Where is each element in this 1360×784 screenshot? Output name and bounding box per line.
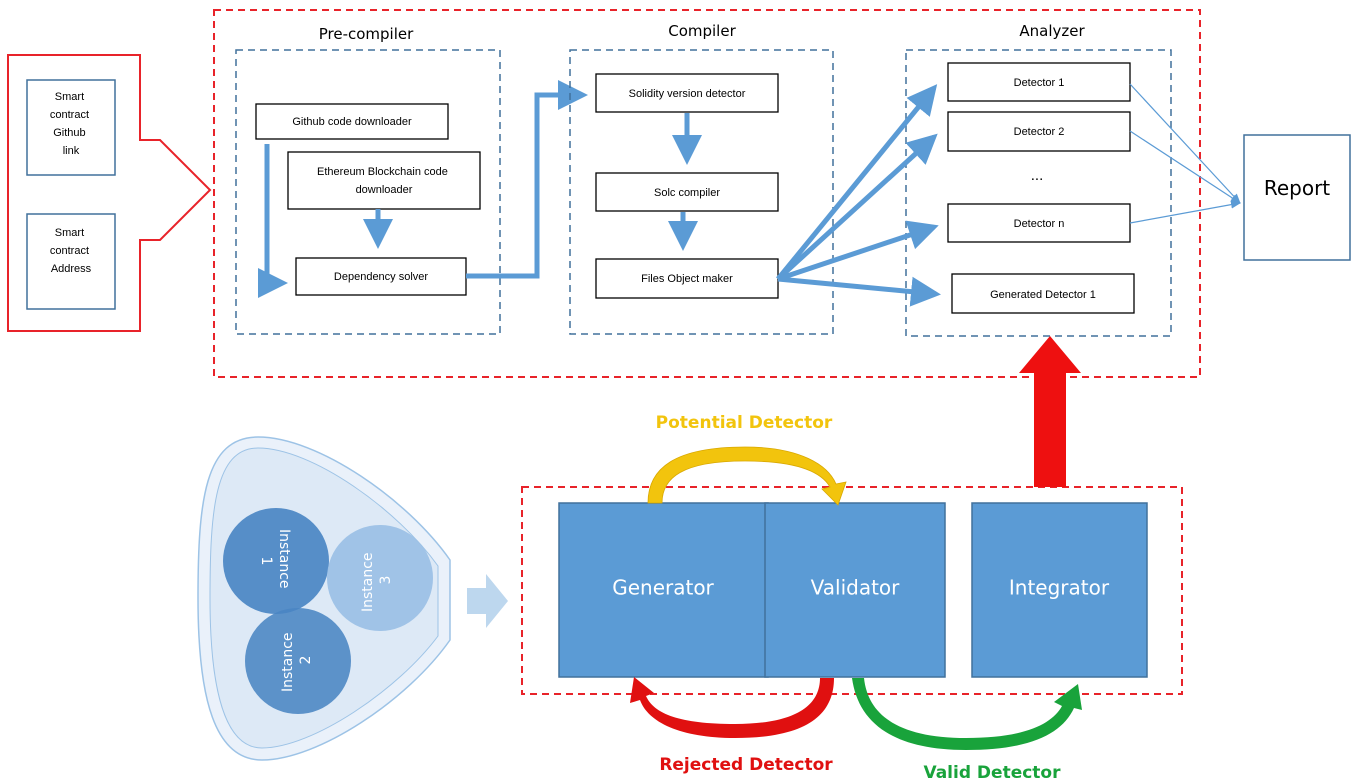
- detector-2-box: [947, 111, 1131, 152]
- instance-1-line: 1: [258, 557, 274, 566]
- analyzer-title: Analyzer: [1019, 22, 1085, 40]
- precompiler-title: Pre-compiler: [319, 25, 414, 43]
- address-line: Address: [51, 263, 92, 275]
- detector-1-to-report-arrow: [1129, 83, 1241, 204]
- generator-label: Generator: [612, 576, 714, 600]
- funnel-output-arrow: [467, 574, 508, 628]
- address-line: Smart: [55, 227, 84, 239]
- github-link-label: Smart contract Github link: [50, 91, 92, 157]
- dependency-solver-box: [295, 257, 467, 296]
- instance-3-circle: [327, 525, 433, 631]
- instance-2-line: Instance: [280, 632, 296, 692]
- generated-detector-label: Generated Detector 1: [990, 289, 1096, 301]
- valid-detector-arrow: [852, 678, 1082, 750]
- report-box: [1243, 134, 1351, 261]
- detector-n-box: [947, 203, 1131, 243]
- pipeline-frame: [521, 486, 1183, 695]
- detector-2-to-report-arrow: [1129, 130, 1241, 204]
- rejected-detector-arrow: [630, 677, 834, 738]
- instance-2-line: 2: [298, 656, 314, 665]
- valid-detector-label: Valid Detector: [923, 763, 1061, 783]
- input-arrow-shape: [7, 54, 212, 332]
- github-link-line: contract: [50, 109, 89, 121]
- files-object-maker-box: [595, 258, 779, 299]
- contract-address-box: [26, 213, 116, 310]
- github-link-line: Smart: [55, 91, 84, 103]
- detector-2-label: Detector 2: [1014, 126, 1065, 138]
- github-to-solver-arrow: [258, 144, 288, 298]
- compiler-group: [569, 49, 834, 335]
- eth-downloader-line: Ethereum Blockchain code: [317, 166, 448, 178]
- validator-block: [764, 502, 946, 678]
- compiler-title: Compiler: [668, 22, 736, 40]
- eth-downloader-label: Ethereum Blockchain code downloader: [317, 166, 451, 196]
- dependency-solver-label: Dependency solver: [334, 271, 429, 283]
- integrator-label: Integrator: [1009, 576, 1110, 600]
- precompiler-to-compiler-arrow: [466, 80, 588, 279]
- detectors-ellipsis: ...: [1031, 167, 1044, 184]
- validator-label: Validator: [811, 576, 901, 600]
- instance-3-label: Instance 3: [360, 548, 394, 612]
- potential-detector-arrow: [647, 446, 847, 506]
- instance-3-line: 3: [378, 576, 394, 585]
- generator-block: [558, 502, 769, 678]
- address-line: contract: [50, 245, 89, 257]
- github-link-line: Github: [53, 127, 85, 139]
- detector-n-label: Detector n: [1014, 218, 1065, 230]
- version-detector-label: Solidity version detector: [629, 88, 746, 100]
- instance-2-label: Instance 2: [280, 628, 314, 692]
- report-label: Report: [1264, 176, 1330, 200]
- analyzer-group: [905, 49, 1172, 337]
- github-downloader-box: [255, 103, 449, 140]
- precompiler-group: [235, 49, 501, 335]
- integrator-block: [971, 502, 1148, 678]
- solc-compiler-label: Solc compiler: [654, 187, 720, 199]
- instance-3-line: Instance: [360, 552, 376, 612]
- files-object-maker-label: Files Object maker: [641, 273, 733, 285]
- eth-downloader-line: downloader: [356, 184, 413, 196]
- detector-1-label: Detector 1: [1014, 77, 1065, 89]
- files-to-detector-2-arrow: [776, 133, 938, 281]
- tool-frame: [213, 9, 1201, 378]
- eth-downloader-box: [287, 151, 481, 210]
- files-to-generated-arrow: [777, 276, 941, 307]
- instance-1-label: Instance 1: [258, 529, 292, 593]
- rejected-detector-label: Rejected Detector: [659, 755, 833, 775]
- detector-n-to-report-arrow: [1129, 200, 1241, 224]
- github-link-line: link: [63, 145, 80, 157]
- instance-1-line: Instance: [276, 529, 292, 589]
- files-to-detector-1-arrow: [776, 84, 938, 281]
- version-detector-box: [595, 73, 779, 113]
- github-link-box: [26, 79, 116, 176]
- generated-detector-box: [951, 273, 1135, 314]
- potential-detector-label: Potential Detector: [656, 413, 833, 433]
- solc-compiler-box: [595, 172, 779, 212]
- integrator-to-analyzer-arrow: [1019, 336, 1081, 487]
- contract-address-label: Smart contract Address: [50, 227, 92, 275]
- detector-1-box: [947, 62, 1131, 102]
- files-to-detector-n-arrow: [777, 220, 939, 282]
- instance-2-circle: [245, 608, 351, 714]
- github-downloader-label: Github code downloader: [292, 116, 412, 128]
- instance-1-circle: [223, 508, 329, 614]
